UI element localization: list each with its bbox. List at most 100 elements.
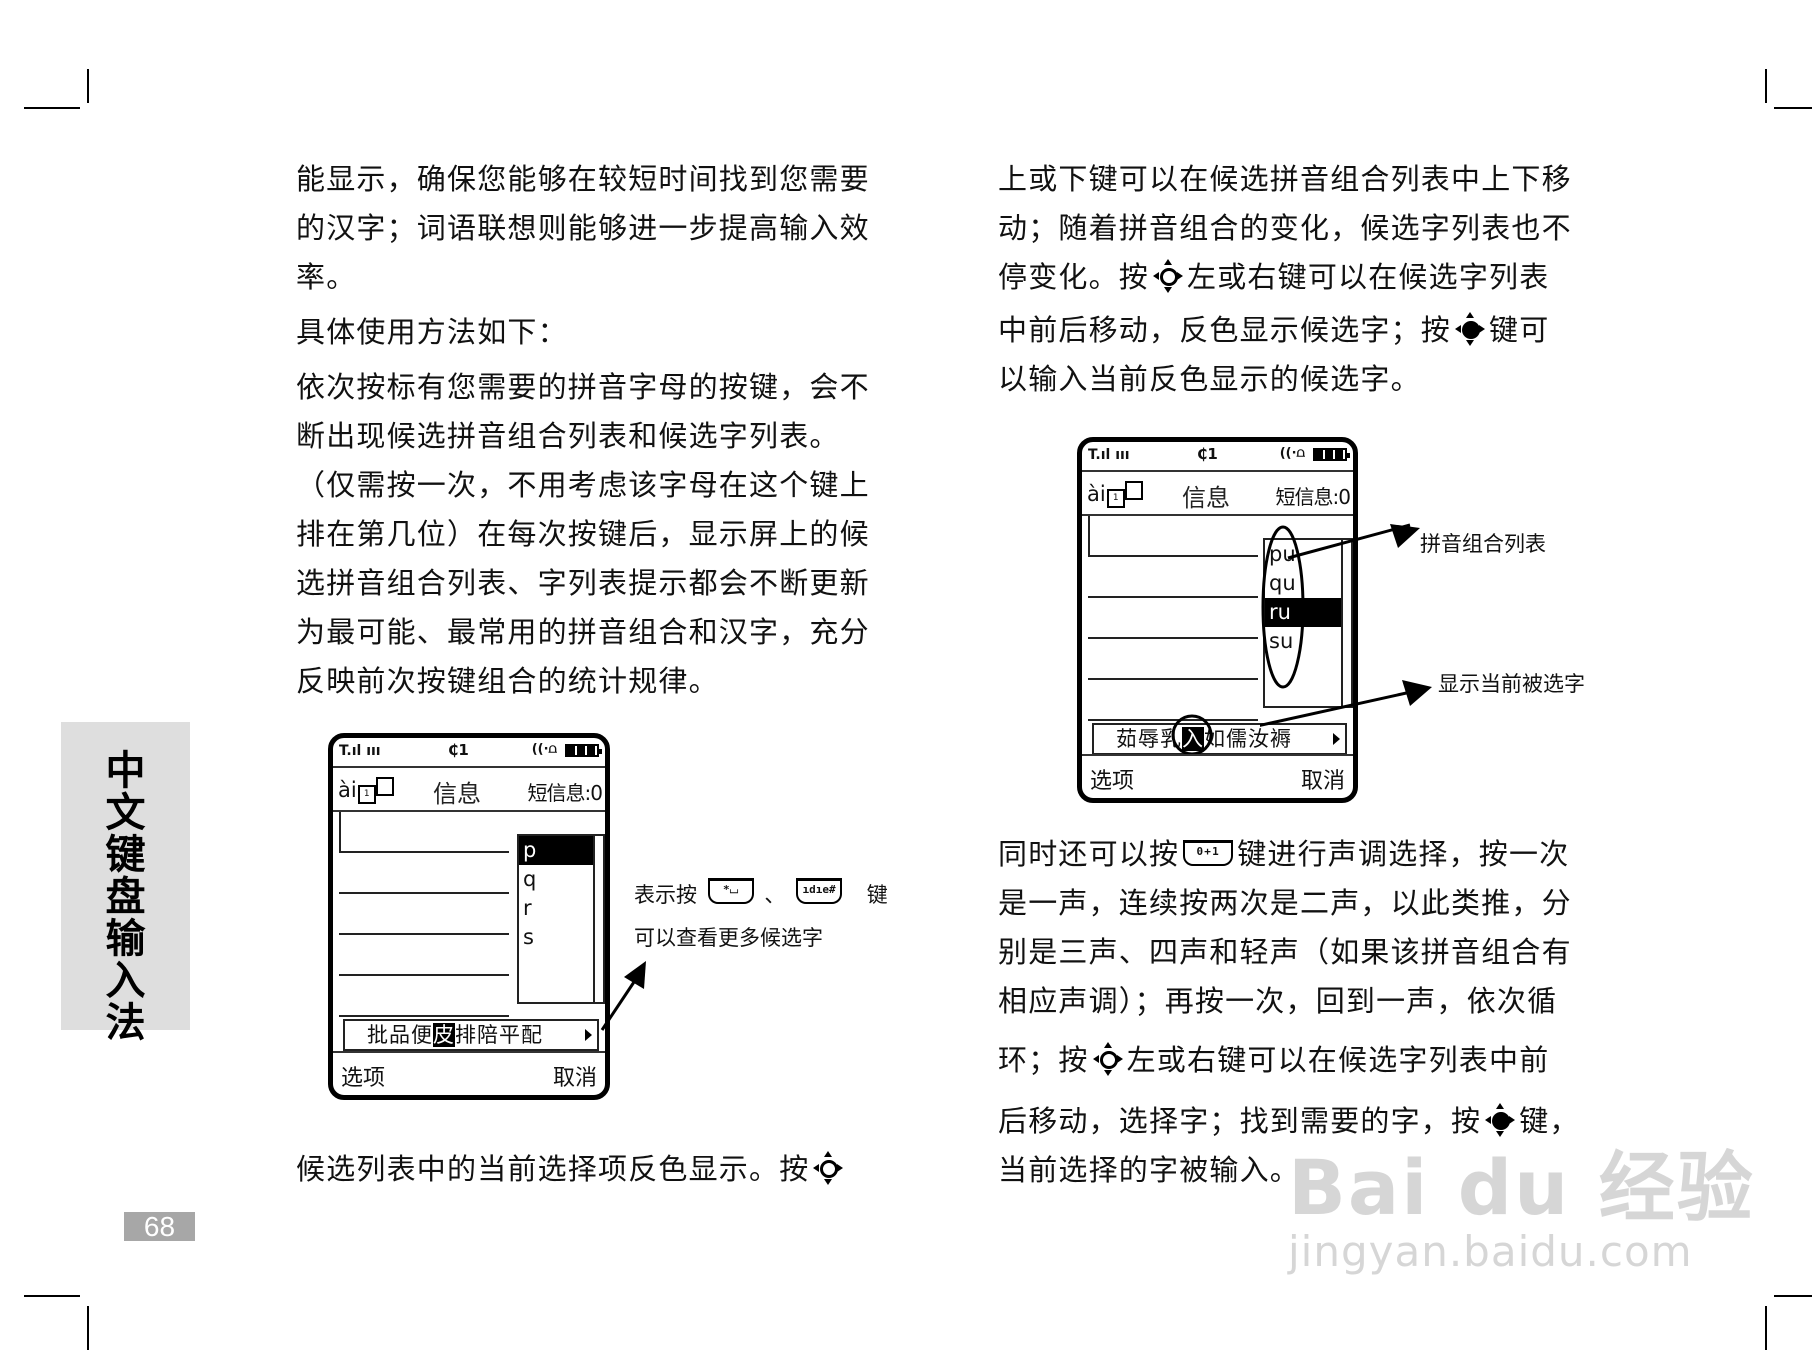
ring-vibrate-icon: ((·⩍ [531,742,557,757]
nav-key-outline-icon [1153,259,1184,293]
nav-key-outline-icon [813,1151,844,1185]
hash-key-icon: ıdıe# [796,878,843,904]
more-candidates-note: 表示按 *⌴ 、 ıdıe# 键 [634,878,888,909]
watermark-url: jingyan.baidu.com [1288,1227,1693,1276]
crop-mark-bl-h [24,1295,80,1297]
pinyin-candidate: q [523,867,537,891]
more-candidates-note-line2: 可以查看更多候选字 [634,926,823,950]
text-line: 率。 [296,260,357,294]
section-tab-title: 中 文 键 盘 输 入 法 [105,747,146,1046]
screen-title: 信息 [1182,484,1230,512]
text-line: 具体使用方法如下： [296,315,568,349]
softkey-options: 选项 [341,1066,386,1091]
arrow-right-icon [585,1029,592,1041]
crop-mark-br-h [1774,1295,1812,1297]
pinyin-candidate: r [523,896,532,920]
pinyin-candidate: s [523,925,534,949]
book-icon: 1 [1106,489,1125,508]
book-icon: 1 [357,785,376,804]
text-line: 别是三声、四声和轻声（如果该拼音组合有 [998,935,1572,969]
watermark-brand: Bai du 经验 [1288,1143,1755,1232]
softkey-cancel: 取消 [1300,769,1345,794]
page-number: 68 [124,1212,195,1241]
zero-key-icon: 0+1 [1183,840,1234,866]
highlight-ellipse [1261,525,1305,689]
left-column-text: 能显示，确保您能够在较短时间找到您需要 的汉字；词语联想则能够进一步提高输入效 … [296,155,870,706]
arrow-right-icon [1333,733,1340,745]
pinyin-candidate: qu [1269,571,1296,595]
softkey-bar: 选项 取消 [333,1051,605,1095]
status-bar: T.ıl ııı ₵1 ((·⩍ [1082,442,1353,472]
text-line: 中前后移动，反色显示候选字；按键可 [998,312,1550,347]
text-line: 上或下键可以在候选拼音组合列表中上下移 [998,162,1572,196]
crop-mark-tr-v [1765,69,1767,103]
text-input-area [339,812,509,1017]
line-icon: ₵1 [448,741,469,759]
selected-char-label: 显示当前被选字 [1438,672,1585,696]
baidu-watermark: Bai du 经验 jingyan.baidu.com [1288,1148,1755,1276]
text-line: 排在第几位）在每次按键后，显示屏上的候 [296,517,870,551]
book-icon [375,777,394,796]
text-line: 反映前次按键组合的统计规律。 [296,664,719,698]
softkey-cancel: 取消 [552,1066,597,1091]
char-selected: 入 [1182,727,1204,751]
nav-key-outline-icon [1092,1042,1123,1076]
line-icon: ₵1 [1197,445,1218,463]
message-counter: 短信息:0 [527,781,603,805]
message-counter: 短信息:0 [1275,485,1351,509]
text-line: 当前选择的字被输入。 [998,1153,1301,1187]
nav-key-filled-icon [1455,312,1486,346]
softkey-bar: 选项 取消 [1082,754,1353,798]
text-line: 相应声调）；再按一次，回到一声，依次循 [998,984,1558,1018]
right-column-para1: 上或下键可以在候选拼音组合列表中上下移 动；随着拼音组合的变化，候选字列表也不 … [998,155,1572,404]
status-bar: T.ıl ııı ₵1 ((·⩍ [333,738,605,768]
pinyin-candidate-selected: p [519,836,593,865]
battery-icon [565,744,602,757]
text-line: 环；按左或右键可以在候选字列表中前 [998,1042,1550,1077]
text-line: 选拼音组合列表、字列表提示都会不断更新 [296,566,870,600]
arrow-pointer-icon [600,961,646,1031]
crop-mark-tl-v [87,69,89,103]
crop-mark-bl-v [87,1306,89,1350]
crop-mark-tr-h [1774,107,1812,109]
highlight-circle [1171,714,1213,756]
callout-arrows [1260,523,1432,727]
nav-key-filled-icon [1485,1103,1516,1137]
pinyin-candidate-list: p q r s [517,834,605,1004]
pinyin-candidate: su [1269,629,1294,653]
char-candidate-bar: 批品便皮排陪平配 [343,1019,599,1051]
scrollbar [1341,540,1349,706]
text-line: 动；随着拼音组合的变化，候选字列表也不 [998,211,1572,245]
ring-vibrate-icon: ((·⩍ [1279,446,1305,461]
char-selected: 皮 [433,1023,455,1047]
char-candidates: 茹辱乳入如儒汝褥 [1116,727,1292,751]
scrollbar [593,836,601,1002]
book-icon [1124,481,1143,500]
star-key-icon: *⌴ [707,878,754,904]
text-input-area [1088,516,1258,721]
text-line: 后移动，选择字；找到需要的字，按键， [998,1103,1580,1138]
softkey-options: 选项 [1090,769,1135,794]
text-line: 是一声，连续按两次是二声，以此类推，分 [998,886,1572,920]
battery-icon [1313,448,1350,461]
text-line: 依次按标有您需要的拼音字母的按键，会不 [296,370,870,404]
left-bottom-line: 候选列表中的当前选择项反色显示。按 [296,1145,847,1194]
pinyin-list-label: 拼音组合列表 [1420,532,1546,556]
text-line: 断出现候选拼音组合列表和候选字列表。 [296,419,840,453]
char-candidates: 批品便皮排陪平配 [367,1023,543,1047]
pinyin-candidate: pu [1269,542,1296,566]
text-line: 能显示，确保您能够在较短时间找到您需要 [296,162,870,196]
signal-icon: T.ıl ııı [339,743,381,759]
text-line: 以输入当前反色显示的候选字。 [998,362,1421,396]
crop-mark-br-v [1765,1306,1767,1350]
screen-title: 信息 [433,780,481,808]
text-line: 为最可能、最常用的拼音组合和汉字，充分 [296,615,870,649]
crop-mark-tl-h [24,107,80,109]
